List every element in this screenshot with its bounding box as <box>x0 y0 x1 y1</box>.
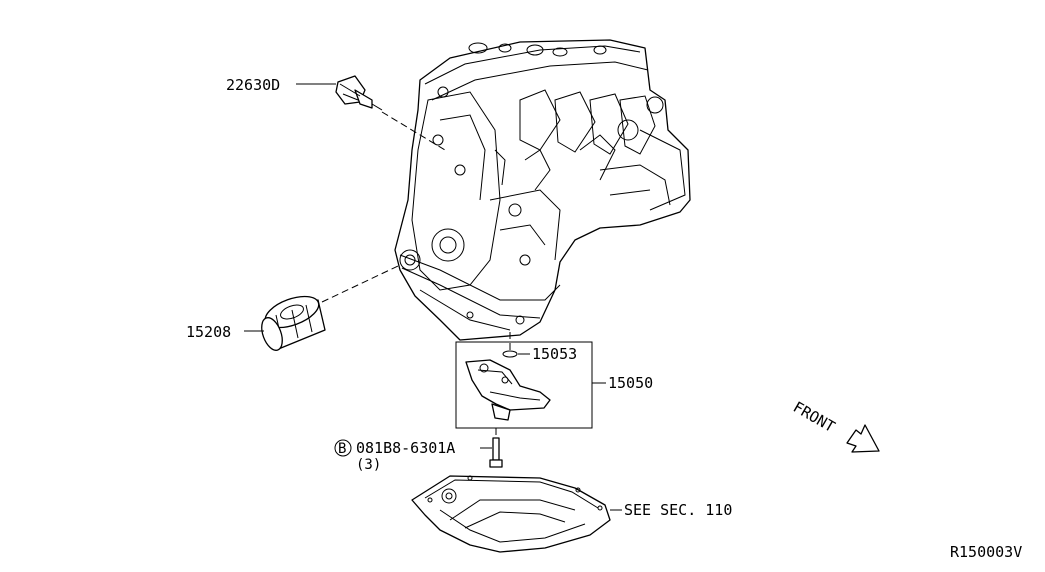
oil-pressure-switch <box>335 75 383 111</box>
o-ring <box>502 350 518 358</box>
label-bolt: 081B8-6301A <box>356 439 455 457</box>
leader-dash-filter <box>321 265 399 303</box>
label-bolt-qty: (3) <box>356 457 381 473</box>
bolt-prefix: B <box>338 441 346 457</box>
label-22630D: 22630D <box>226 76 280 94</box>
label-15053: 15053 <box>532 345 577 363</box>
engine-block <box>394 39 691 341</box>
figure-code: R150003V <box>950 543 1022 561</box>
strainer-assembly-box <box>455 341 593 429</box>
front-label: FRONT <box>790 398 838 436</box>
front-arrow-icon <box>846 424 880 453</box>
label-15050: 15050 <box>608 374 653 392</box>
leader-dash-switch <box>381 111 446 151</box>
bolt-prefix-circle <box>334 439 352 457</box>
label-see-sec: SEE SEC. 110 <box>624 501 732 519</box>
bolt <box>489 437 503 468</box>
oil-pan <box>411 475 611 553</box>
label-15208: 15208 <box>186 323 231 341</box>
oil-filter <box>261 295 326 351</box>
oil-strainer <box>465 359 551 421</box>
